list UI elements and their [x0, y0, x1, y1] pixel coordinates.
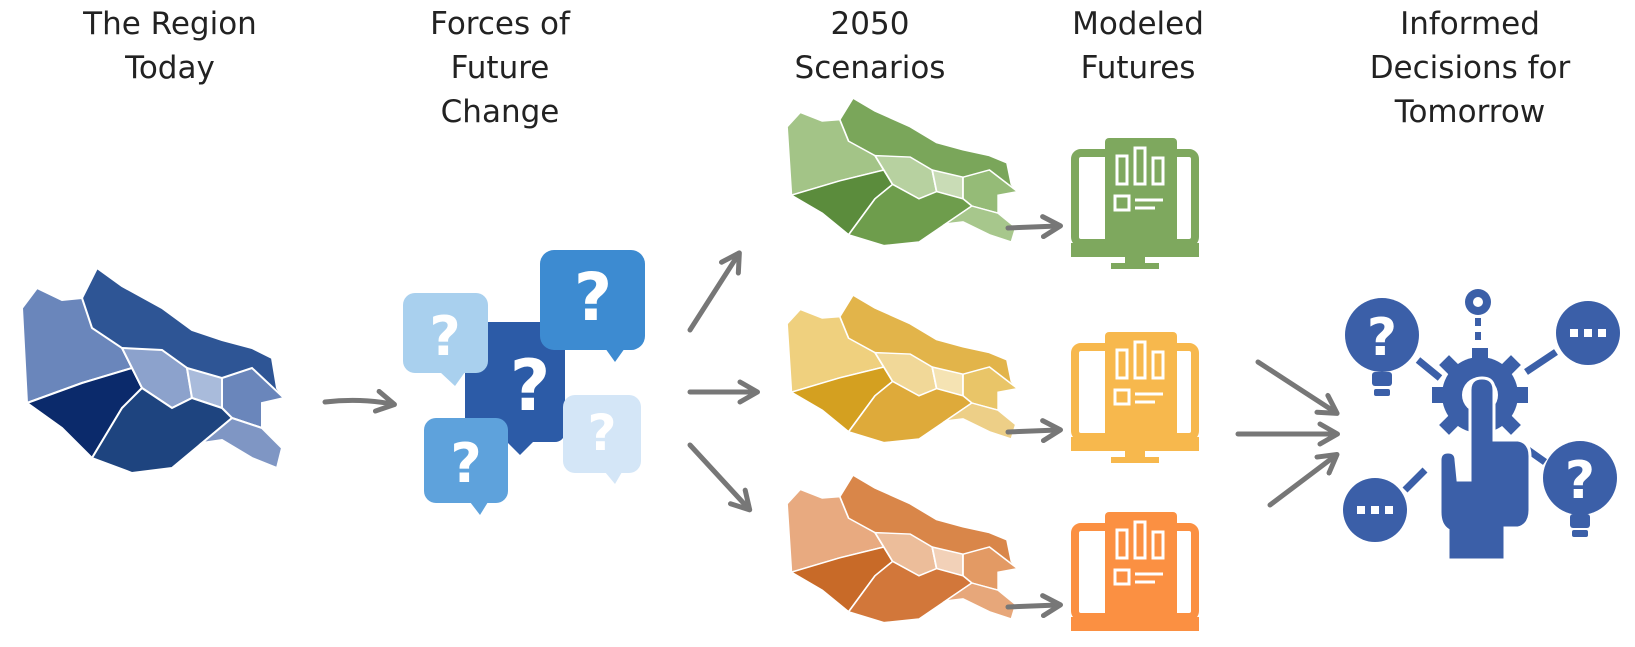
heading-line: Informed — [1400, 6, 1540, 42]
svg-text:?: ? — [587, 404, 616, 462]
heading-line: Future — [450, 50, 550, 86]
heading-line: Scenarios — [794, 50, 946, 86]
heading-line: 2050 — [830, 6, 910, 42]
heading-line: Decisions for — [1369, 50, 1571, 86]
scenario-yellow-map-icon — [786, 293, 1020, 444]
arrow-region-to-forces — [322, 388, 397, 414]
heading-modeled-futures: Modeled Futures — [1028, 2, 1248, 90]
heading-line: Futures — [1080, 50, 1196, 86]
heading-region-today: The Region Today — [60, 2, 280, 90]
monitor-chart-orange-icon — [1071, 512, 1199, 631]
svg-text:?: ? — [450, 432, 481, 495]
region-today-map-icon — [20, 266, 287, 475]
heading-informed-decisions: Informed Decisions for Tomorrow — [1335, 2, 1605, 134]
monitor-chart-yellow-icon — [1071, 332, 1199, 463]
arrow-scenario-orange-to-monitor — [1005, 593, 1063, 619]
svg-text:?: ? — [429, 305, 460, 368]
svg-text:?: ? — [510, 345, 551, 427]
question-bubbles-icon: ? ? ? ? ? — [403, 250, 645, 515]
svg-text:?: ? — [1367, 308, 1397, 368]
arrow-scenario-yellow-to-monitor — [1005, 418, 1063, 444]
heading-line: Modeled — [1072, 6, 1204, 42]
heading-line: Tomorrow — [1394, 94, 1546, 130]
heading-2050-scenarios: 2050 Scenarios — [760, 2, 980, 90]
heading-line: The Region — [83, 6, 257, 42]
arrow-forces-to-scenario-green — [687, 250, 742, 333]
monitor-chart-green-icon — [1071, 138, 1199, 269]
arrow-monitors-to-decisions-top — [1255, 359, 1340, 416]
decision-hand-gear-icon: ? ? — [1343, 289, 1620, 562]
svg-text:?: ? — [574, 259, 612, 336]
arrow-forces-to-scenario-orange — [687, 442, 753, 513]
heading-line: Today — [125, 50, 215, 86]
heading-forces-of-change: Forces of Future Change — [390, 2, 610, 134]
heading-line: Change — [440, 94, 560, 130]
heading-line: Forces of — [430, 6, 570, 42]
svg-text:?: ? — [1565, 451, 1595, 511]
scenario-orange-map-icon — [786, 473, 1020, 624]
scenario-green-map-icon — [786, 96, 1020, 247]
arrow-scenario-green-to-monitor — [1005, 214, 1063, 240]
arrow-monitors-to-decisions-bottom — [1267, 451, 1340, 508]
